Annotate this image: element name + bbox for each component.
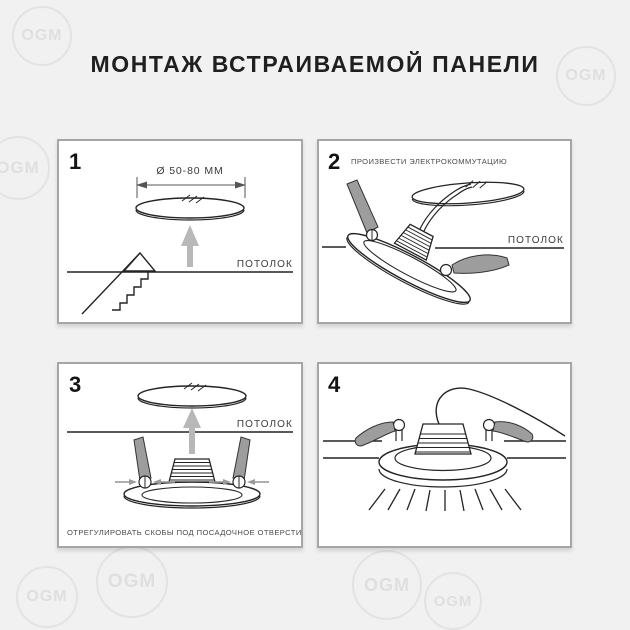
panel-disc <box>135 194 245 221</box>
watermark-logo: OGM <box>352 550 422 620</box>
hole-cutter-icon <box>81 251 157 315</box>
ceiling-label: ПОТОЛОК <box>237 259 293 270</box>
spring-clip-icon <box>354 418 406 447</box>
driver-box <box>414 423 472 455</box>
diameter-dimension: Ø 50-80 ММ <box>136 165 246 198</box>
up-arrow-icon <box>183 408 201 454</box>
diameter-label: Ø 50-80 ММ <box>156 165 223 177</box>
watermark-logo: OGM <box>16 566 78 628</box>
wire <box>435 387 566 437</box>
step-number: 2 <box>328 149 340 174</box>
watermark-logo: OGM <box>424 572 482 630</box>
panel-disc <box>137 382 247 409</box>
ceiling-label: ПОТОЛОК <box>237 419 293 430</box>
step-1-panel: 1 Ø 50-80 ММ ПОТОЛОК <box>57 139 303 324</box>
driver-box <box>168 458 216 483</box>
step-number: 4 <box>328 372 341 397</box>
wires <box>419 183 473 232</box>
step-1-drawing: 1 Ø 50-80 ММ ПОТОЛОК <box>67 149 293 315</box>
spring-clip-icon <box>439 254 510 277</box>
step-2-panel: 2 ПРОИЗВЕСТИ ЭЛЕКТРОКОММУТАЦИЮ ПОТОЛОК <box>317 139 572 324</box>
step-3-drawing: 3 ПОТОЛОК <box>67 372 301 537</box>
tilted-panel-disc <box>346 232 471 305</box>
adjust-arrows-icon <box>115 479 269 485</box>
driver-box <box>393 223 434 261</box>
spring-pivots <box>138 475 246 489</box>
spring-clip-icon <box>133 436 251 482</box>
spring-clip-icon <box>482 418 534 443</box>
up-arrow-icon <box>181 225 199 267</box>
watermark-logo: OGM <box>96 546 168 618</box>
step-number: 3 <box>69 372 81 397</box>
watermark-logo: OGM <box>556 46 616 106</box>
step-number: 1 <box>69 149 81 174</box>
page-title: МОНТАЖ ВСТРАИВАЕМОЙ ПАНЕЛИ <box>90 51 540 77</box>
step-4-drawing: 4 <box>323 372 566 512</box>
step-3-panel: 3 ПОТОЛОК <box>57 362 303 548</box>
mounted-panel-body <box>123 481 261 509</box>
ceiling-label: ПОТОЛОК <box>508 235 564 246</box>
spring-clip-icon <box>346 179 379 242</box>
watermark-logo: OGM <box>12 6 72 66</box>
step-caption: ПРОИЗВЕСТИ ЭЛЕКТРОКОММУТАЦИЮ <box>351 157 507 166</box>
step-4-panel: 4 <box>317 362 572 548</box>
ceiling-disc <box>411 180 525 207</box>
step-2-drawing: 2 ПРОИЗВЕСТИ ЭЛЕКТРОКОММУТАЦИЮ ПОТОЛОК <box>322 149 564 305</box>
step-caption: ОТРЕГУЛИРОВАТЬ СКОБЫ ПОД ПОСАДОЧНОЕ ОТВЕ… <box>67 528 301 537</box>
light-rays-icon <box>368 488 522 512</box>
watermark-logo: OGM <box>0 136 50 200</box>
